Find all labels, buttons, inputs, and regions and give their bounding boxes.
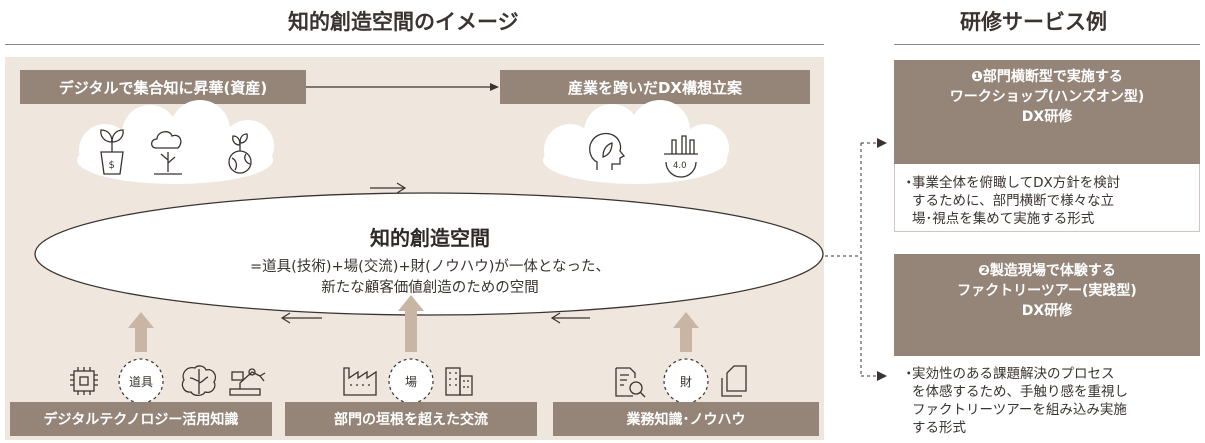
brain-icon: [181, 365, 217, 397]
course-1-header: ❶部門横断型で実施する ワークショップ(ハンズオン型) DX研修: [894, 60, 1200, 164]
connector-arrowhead-bottom: [877, 371, 887, 381]
course-2-bullet: ・ 実効性のある課題解決のプロセス を体感するため、手触り感を重視し ファクトリ…: [902, 365, 1198, 437]
ring-label-assets: 財: [679, 374, 692, 389]
pillar-box-assets: 業務知識･ノウハウ: [553, 402, 819, 436]
course-1-bullet-line-1: 事業全体を俯瞰してDX方針を検討: [912, 175, 1121, 191]
course-2-title-line-1: ❷製造現場で体験する: [978, 263, 1116, 279]
factory-icon: [343, 367, 377, 396]
course-1-title-line-3: DX研修: [1021, 109, 1073, 125]
title-divider: [5, 44, 824, 45]
course-2-header: ❷製造現場で体験する ファクトリーツアー(実践型) DX研修: [894, 254, 1200, 356]
course-1-number: ❶: [971, 69, 983, 85]
ellipse-line-1: =道具(技術)+場(交流)+財(ノウハウ)が一体となった、: [250, 259, 610, 275]
course-connector: [825, 142, 878, 377]
top-connector-arrow: [306, 83, 499, 91]
pillar-arrow-place: [398, 295, 424, 352]
svg-text:$: $: [109, 160, 115, 171]
svg-text:4.0: 4.0: [673, 161, 687, 171]
course-2-bullet-line-2: を体感するため、手触り感を重視し: [912, 384, 1128, 400]
course-2-title-line-2: ファクトリーツアー(実践型): [957, 283, 1137, 299]
course-1-bullet-line-3: 場･視点を集めて実施する形式: [912, 211, 1095, 227]
cycle-arrow-top: [370, 182, 407, 194]
pillar-box-place: 部門の垣根を超えた交流: [285, 402, 537, 436]
course-2-bullet-line-3: ファクトリーツアーを組み込み実施: [912, 402, 1127, 418]
industry-4-0-icon: 4.0: [664, 135, 698, 178]
collective-knowledge-box: デジタルで集合知に昇華(資産): [20, 70, 306, 104]
left-cloud: [77, 100, 274, 184]
diagram-title: 知的創造空間のイメージ: [288, 10, 519, 34]
ring-assets: [663, 358, 709, 404]
dx-planning-box: 産業を跨いだDX構想立案: [500, 70, 810, 104]
ellipse-title: 知的創造空間: [370, 226, 490, 250]
course-1-title-line-1: ❶部門横断型で実施する: [971, 69, 1123, 85]
course-1-bullet: ・ 事業全体を俯瞰してDX方針を検討 するために、部門横断で様々な立 場･視点を…: [902, 174, 1198, 228]
buildings-icon: [445, 367, 473, 396]
course-1-title-line-2: ワークショップ(ハンズオン型): [949, 89, 1145, 105]
head-leaf-icon: [589, 132, 626, 170]
ring-label-tools: 道具: [128, 374, 153, 389]
course-1-description: [894, 164, 1200, 232]
ellipse-line-2: 新たな顧客価値創造のための空間: [321, 280, 539, 296]
globe-plant-icon: [228, 133, 252, 174]
documents-icon: [721, 365, 747, 397]
document-search-icon: [615, 367, 646, 398]
bullet-dot: ・: [902, 175, 916, 191]
robot-arm-icon: [229, 368, 266, 396]
pillar-arrow-assets: [673, 312, 699, 352]
right-cloud: [543, 100, 729, 184]
ring-label-place: 場: [404, 374, 417, 389]
course-2-bullet-line-1: 実効性のある課題解決のプロセス: [912, 366, 1115, 382]
course-1-bullet-line-2: するために、部門横断で様々な立: [912, 193, 1115, 209]
cycle-arrow-bottom-right: [550, 312, 590, 324]
money-plant-icon: $: [100, 129, 124, 175]
connector-arrowhead-top: [877, 138, 887, 148]
course-2-number: ❷: [978, 263, 990, 279]
course-2-title-line-3: DX研修: [1021, 303, 1073, 319]
cycle-arrow-bottom-left: [280, 312, 322, 324]
bullet-dot: ・: [902, 366, 916, 382]
cloud-tree-icon: [150, 131, 182, 175]
ring-tools: [118, 358, 164, 404]
creative-space-ellipse: [34, 192, 824, 316]
courses-title: 研修サービス例: [960, 10, 1107, 34]
chip-icon: [70, 367, 98, 395]
ring-place: [388, 358, 434, 404]
courses-divider: [894, 44, 1200, 45]
course-2-bullet-line-4: する形式: [912, 420, 966, 436]
pillar-box-tools: デジタルテクノロジー活用知識: [10, 402, 272, 436]
pillar-arrow-tools: [128, 312, 154, 352]
